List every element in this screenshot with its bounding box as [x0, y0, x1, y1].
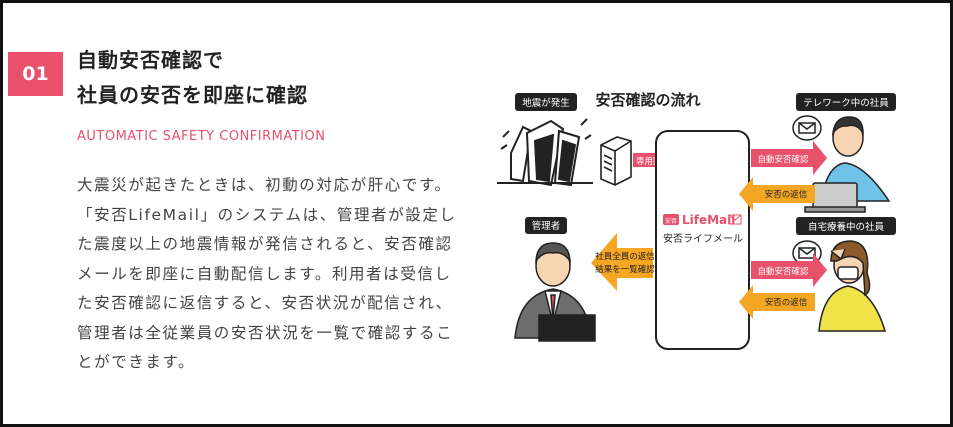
manager-label: 管理者 — [525, 217, 567, 234]
safety-flow-diagram: 安否確認の流れ 地震が発生 専用回線 — [497, 91, 896, 350]
svg-text:地震が発生: 地震が発生 — [522, 97, 570, 109]
server-icon — [600, 136, 632, 186]
body-line: メールを即座に自動配信します。利用者は受信し — [77, 264, 452, 283]
diagram-heading: 安否確認の流れ — [595, 91, 700, 109]
auto-send-arrow-2: 自動安否確認 — [751, 253, 827, 287]
svg-text:管理者: 管理者 — [532, 220, 561, 232]
body-line: 「安否LifeMail」のシステムは、管理者が設定し — [77, 205, 457, 224]
svg-text:安否の返信: 安否の返信 — [765, 297, 808, 308]
section-body: 大震災が起きたときは、初動の対応が肝心です。 「安否LifeMail」のシステム… — [77, 171, 487, 378]
earthquake-label: 地震が発生 — [515, 93, 577, 111]
home-recovery-label: 自宅療養中の社員 — [796, 217, 896, 235]
title-line-2: 社員の安否を即座に確認 — [77, 83, 308, 107]
service-phone-box: 安否 LifeMail 安否ライフメール — [655, 130, 750, 350]
svg-text:自宅療養中の社員: 自宅療養中の社員 — [808, 221, 885, 233]
collapsing-buildings-icon — [497, 118, 593, 187]
svg-text:安否の返信: 安否の返信 — [765, 189, 808, 200]
service-logo: LifeMail — [682, 213, 735, 227]
service-name: 安否ライフメール — [663, 232, 743, 245]
reply-arrow-1: 安否の返信 — [739, 177, 815, 211]
manager-result-arrow: 社員全員の返信 結果を一覧確認 — [591, 233, 655, 291]
svg-text:自動安否確認: 自動安否確認 — [757, 154, 809, 165]
service-logo-badge: 安否 — [665, 217, 677, 225]
svg-text:結果を一覧確認: 結果を一覧確認 — [595, 264, 655, 275]
mail-heart-icon — [728, 214, 742, 225]
body-line: た安否確認に返信すると、安否状況が配信され、 — [77, 294, 453, 312]
svg-text:社員全員の返信: 社員全員の返信 — [595, 251, 655, 262]
telework-worker-figure — [792, 115, 891, 213]
home-worker-figure — [792, 240, 887, 332]
mail-bubble-icon — [792, 115, 822, 141]
auto-send-arrow-1: 自動安否確認 — [751, 141, 827, 175]
svg-text:自動安否確認: 自動安否確認 — [757, 266, 809, 277]
body-line: た震度以上の地震情報が発信されると、安否確認 — [77, 235, 453, 253]
section-title: 自動安否確認で 社員の安否を即座に確認 — [77, 43, 308, 113]
telework-label: テレワーク中の社員 — [796, 93, 896, 111]
svg-text:専用回線: 専用回線 — [636, 156, 671, 167]
body-line: 管理者は全従業員の安否状況を一覧で確認するこ — [77, 323, 454, 342]
body-line: とができます。 — [77, 353, 196, 371]
svg-text:テレワーク中の社員: テレワーク中の社員 — [803, 97, 889, 109]
section-number-badge: 01 — [8, 52, 63, 96]
body-line: 大震災が起きたときは、初動の対応が肝心です。 — [77, 176, 452, 194]
section-subtitle: AUTOMATIC SAFETY CONFIRMATION — [77, 129, 326, 144]
manager-figure — [514, 242, 596, 342]
reply-arrow-2: 安否の返信 — [739, 285, 815, 319]
title-line-1: 自動安否確認で — [77, 48, 224, 72]
